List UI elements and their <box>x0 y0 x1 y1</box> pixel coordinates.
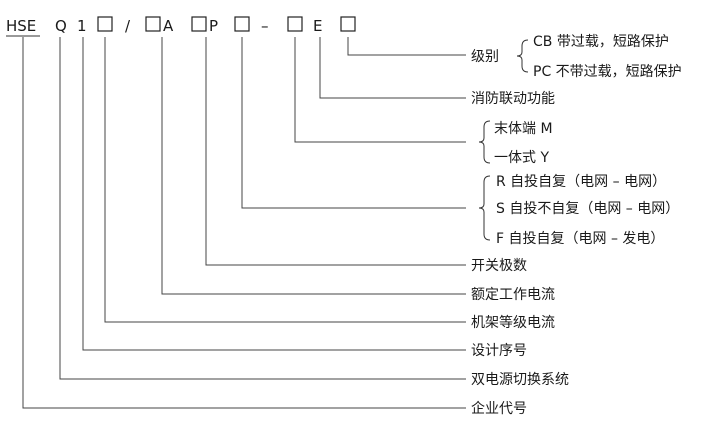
label-mode-f: F 自投自复（电网 – 发电） <box>496 230 664 247</box>
placeholder-box-level <box>340 16 356 32</box>
label-design-no: 设计序号 <box>471 343 527 359</box>
brace-type <box>478 120 491 164</box>
code-one: 1 <box>77 17 87 35</box>
placeholder-box-mode <box>234 16 250 32</box>
line-company-code <box>22 37 466 409</box>
line-mode <box>241 37 466 209</box>
code-q: Q <box>55 17 67 35</box>
line-design-no <box>82 37 466 351</box>
label-company-code: 企业代号 <box>471 400 527 417</box>
label-rated-current: 额定工作电流 <box>471 287 555 303</box>
code-prefix: HSE <box>6 17 36 35</box>
line-type <box>294 37 466 143</box>
code-slash: / <box>125 17 131 35</box>
label-level-pc: PC 不带过载，短路保护 <box>533 64 682 80</box>
label-dual-power: 双电源切换系统 <box>471 371 569 388</box>
line-poles <box>205 37 466 266</box>
label-fire: 消防联动功能 <box>471 91 555 107</box>
brace-level <box>516 39 529 73</box>
code-dash: – <box>261 17 269 35</box>
placeholder-box-frame <box>97 16 113 32</box>
line-dual-power <box>59 37 466 380</box>
label-frame-current: 机架等级电流 <box>471 314 555 331</box>
brace-mode <box>478 175 491 241</box>
label-mode-s: S 自投不自复（电网 – 电网） <box>496 200 679 217</box>
label-poles: 开关极数 <box>471 258 527 274</box>
line-fire <box>319 37 466 99</box>
code-e: E <box>313 17 322 35</box>
model-code-row: HSE Q 1 / A P – E <box>6 16 356 37</box>
label-integrated-y: 一体式 Y <box>494 150 549 166</box>
code-p: P <box>209 17 218 35</box>
line-frame-current <box>104 37 466 323</box>
label-level-cb: CB 带过载，短路保护 <box>533 34 669 50</box>
placeholder-box-current <box>145 16 161 32</box>
label-mode-r: R 自投自复（电网 – 电网） <box>496 173 666 190</box>
line-rated-current <box>161 37 466 295</box>
line-level <box>347 37 466 56</box>
label-terminal-m: 末体端 M <box>494 121 553 137</box>
placeholder-box-poles <box>191 16 207 32</box>
code-a: A <box>163 17 174 35</box>
placeholder-box-type <box>287 16 303 32</box>
labels: 级别 CB 带过载，短路保护 PC 不带过载，短路保护 消防联动功能 末体端 M… <box>471 34 682 417</box>
label-level-title: 级别 <box>471 49 499 65</box>
connector-lines <box>22 37 466 409</box>
braces <box>478 39 529 241</box>
